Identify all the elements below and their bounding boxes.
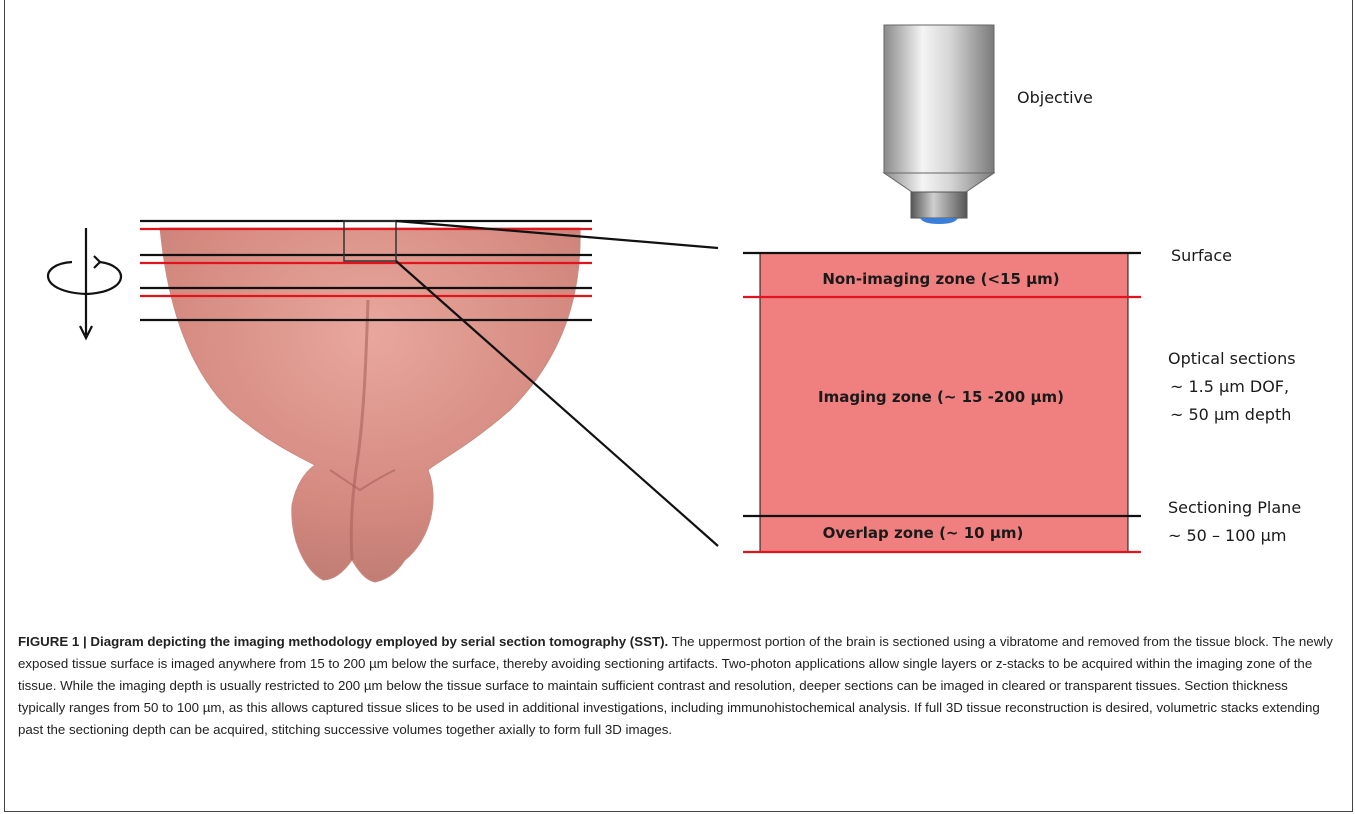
surface-label: Surface (1171, 246, 1232, 265)
overlap-zone-label: Overlap zone (~ 10 µm) (823, 524, 1024, 542)
caption-body: The uppermost portion of the brain is se… (18, 634, 1333, 737)
objective-icon (884, 25, 994, 224)
rotation-arrow-icon (48, 228, 121, 338)
sectioning-plane-line-1: Sectioning Plane (1168, 498, 1301, 517)
objective-label: Objective (1017, 88, 1093, 107)
optical-sections-line-1: Optical sections (1168, 349, 1296, 368)
non-imaging-zone-label: Non-imaging zone (<15 µm) (822, 270, 1059, 288)
sectioning-plane-line-2: ~ 50 – 100 µm (1168, 526, 1286, 545)
optical-sections-line-2: ~ 1.5 µm DOF, (1170, 377, 1289, 396)
caption-title: FIGURE 1 | Diagram depicting the imaging… (18, 634, 668, 649)
figure-caption: FIGURE 1 | Diagram depicting the imaging… (18, 631, 1338, 741)
imaging-zone-label: Imaging zone (~ 15 -200 µm) (818, 388, 1064, 406)
tissue-block (160, 228, 580, 582)
sst-diagram: Objective Non-imaging zone (<15 µm) Imag… (0, 0, 1355, 630)
optical-sections-line-3: ~ 50 µm depth (1170, 405, 1291, 424)
